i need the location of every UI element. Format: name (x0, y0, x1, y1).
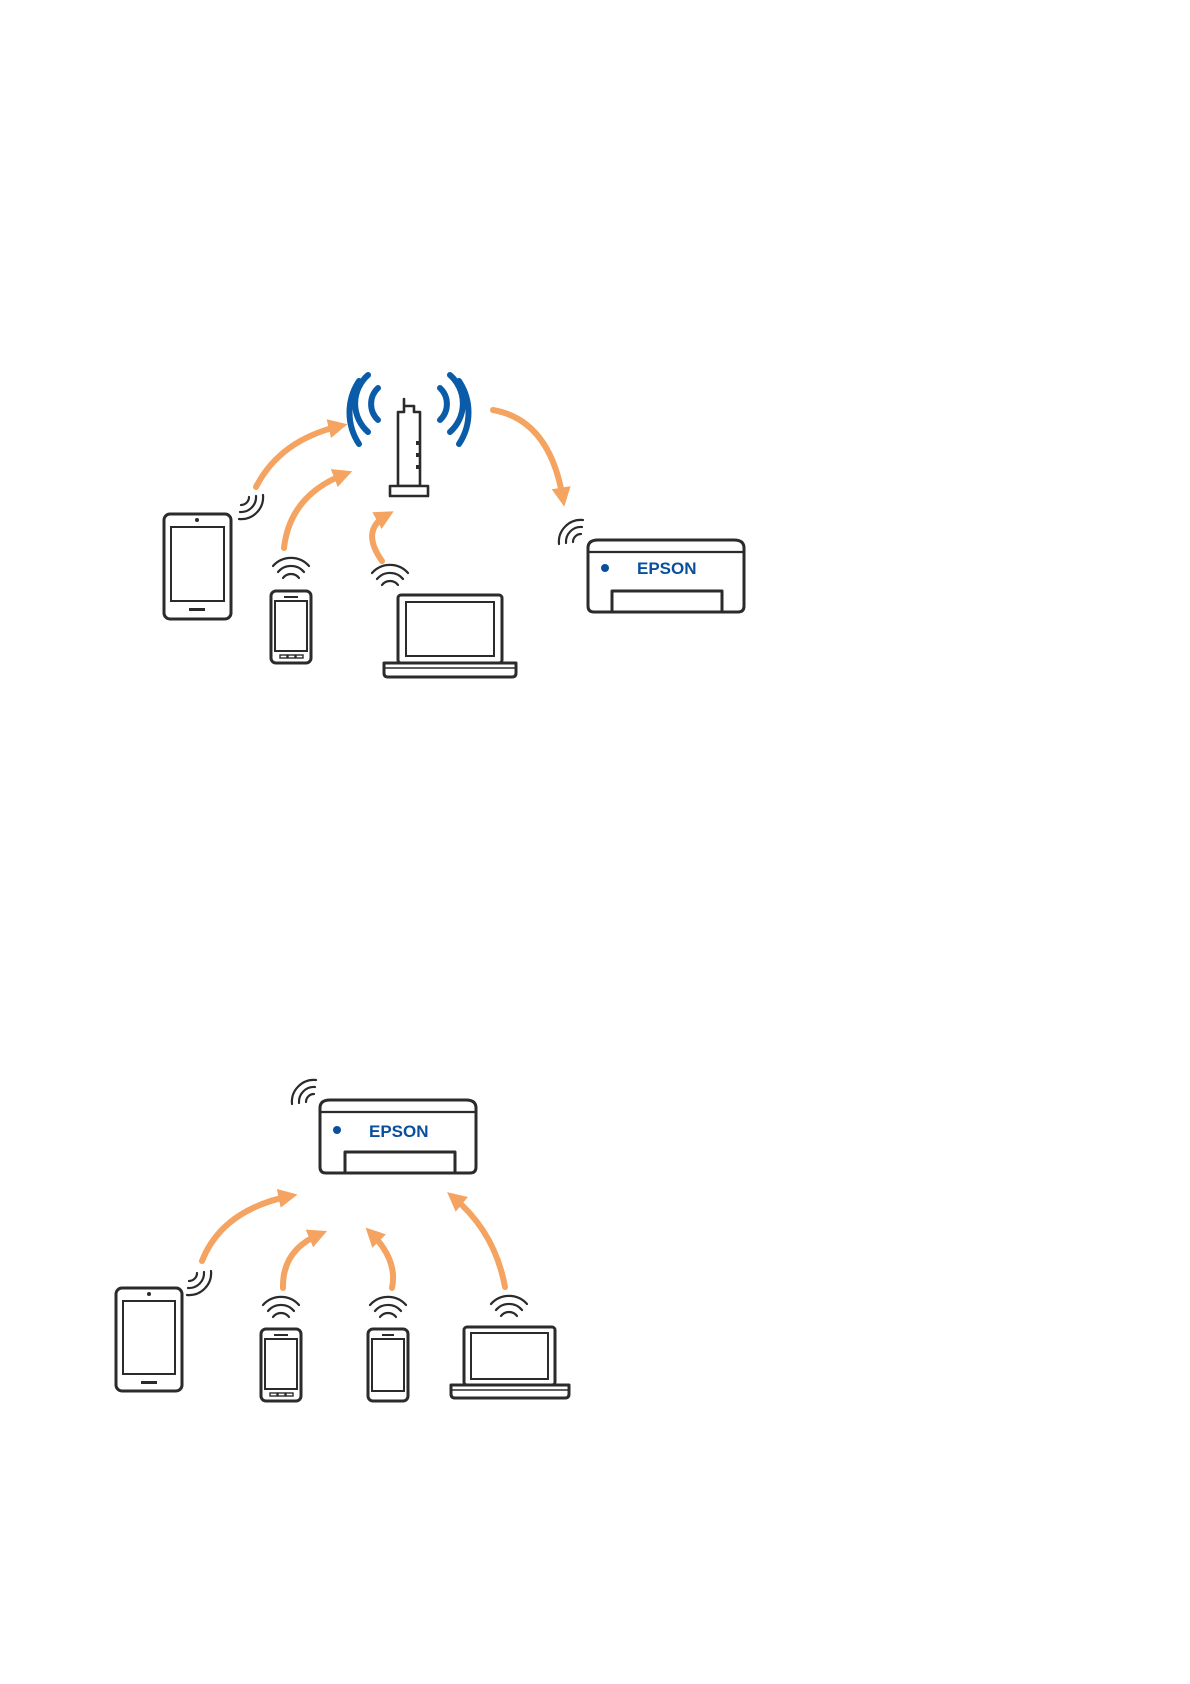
wifi-signal-icon (263, 1297, 299, 1317)
router-icon (390, 399, 428, 496)
arrow-laptop-to-router (372, 515, 387, 561)
wifi-signal-icon (292, 1080, 316, 1104)
arrow-smartphone-to-router (284, 474, 345, 548)
wifi-signal-icon (273, 558, 309, 578)
printer-brand-label: EPSON (369, 1122, 429, 1141)
smartphone-icon (271, 591, 311, 663)
printer-icon: EPSON (320, 1100, 476, 1173)
smartphone-icon (368, 1329, 408, 1401)
wifi-signal-icon (239, 495, 263, 519)
laptop-icon (451, 1327, 569, 1398)
laptop-icon (384, 595, 516, 677)
arrow-smartphone2-to-printer (371, 1233, 393, 1288)
tablet-icon (116, 1288, 182, 1391)
wifi-signal-icon (372, 565, 408, 585)
direct-connection-svg: EPSON (0, 1070, 1190, 1420)
wifi-signal-icon (370, 1297, 406, 1317)
tablet-icon (164, 514, 231, 619)
arrow-tablet-to-printer (202, 1196, 290, 1261)
arrow-smartphone-to-printer (283, 1234, 320, 1288)
router-connection-diagram: EPSON (0, 340, 1190, 700)
arrow-router-to-printer (493, 410, 563, 499)
arrow-laptop-to-printer (453, 1197, 505, 1287)
smartphone-icon (261, 1329, 301, 1401)
direct-connection-diagram: EPSON (0, 1070, 1190, 1420)
wifi-signal-icon (559, 520, 583, 544)
wifi-signal-icon (187, 1271, 211, 1295)
wifi-signal-icon (491, 1296, 527, 1316)
router-connection-svg: EPSON (0, 340, 1190, 700)
printer-brand-label: EPSON (637, 559, 697, 578)
printer-icon: EPSON (588, 540, 744, 612)
arrow-tablet-to-router (256, 426, 340, 487)
